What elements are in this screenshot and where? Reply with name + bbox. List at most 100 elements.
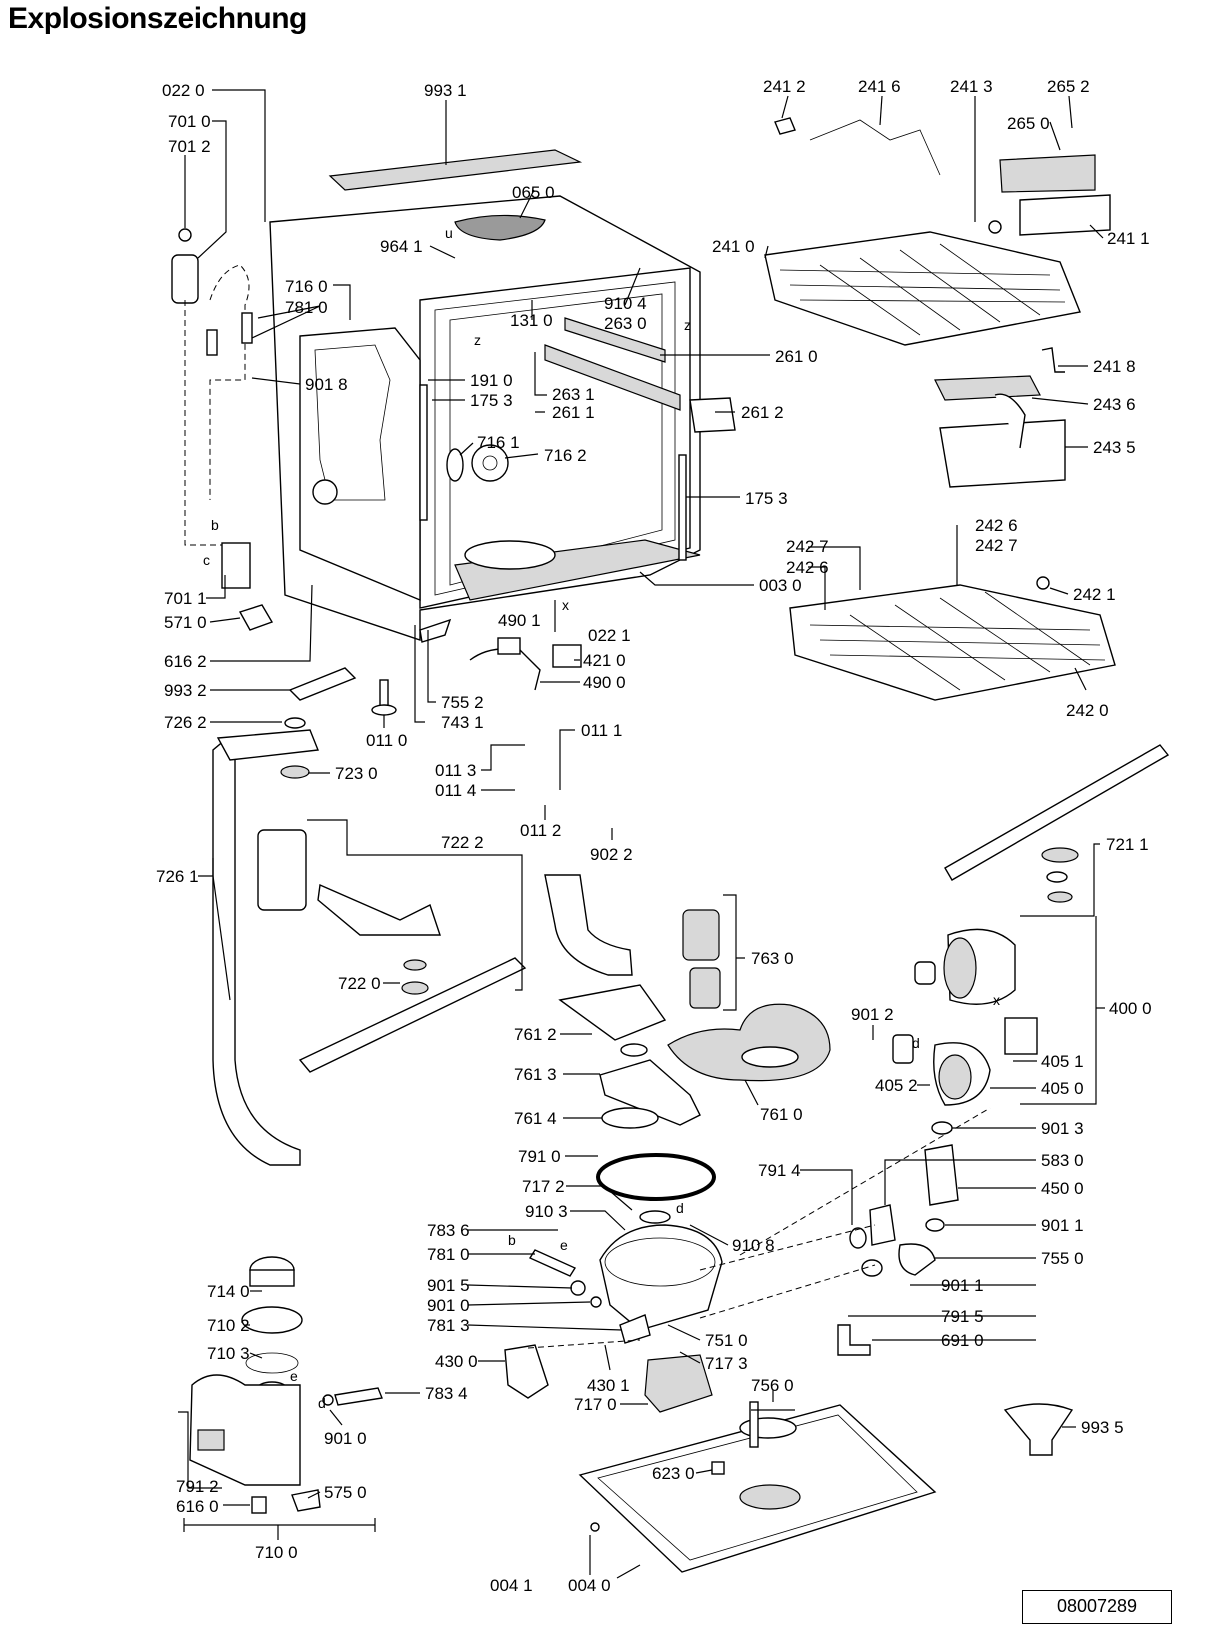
label-714-0: 714 0 [207, 1282, 250, 1301]
label-261-0: 261 0 [775, 347, 818, 366]
letter-z-1: z [474, 332, 481, 348]
label-781-0-bot: 781 0 [427, 1245, 470, 1264]
letter-d-2: d [676, 1200, 684, 1216]
label-065-0: 065 0 [512, 183, 555, 202]
label-241-3: 241 3 [950, 77, 993, 96]
label-263-0: 263 0 [604, 314, 647, 333]
label-004-1: 004 1 [490, 1576, 533, 1595]
tub-assembly-drawing [171, 149, 736, 716]
leader-lines [178, 89, 1105, 1579]
label-761-0: 761 0 [760, 1105, 803, 1124]
label-723-0: 723 0 [335, 764, 378, 783]
label-011-1: 011 1 [581, 721, 622, 740]
page-title: Explosionszeichnung [8, 2, 307, 35]
label-430-1: 430 1 [587, 1376, 630, 1395]
label-717-2: 717 2 [522, 1177, 565, 1196]
drawing-number-box: 08007289 [1022, 1590, 1172, 1624]
label-405-2: 405 2 [875, 1076, 918, 1095]
label-763-0: 763 0 [751, 949, 794, 968]
label-901-8: 901 8 [305, 375, 348, 394]
sump-filter-drawing [504, 874, 831, 1413]
label-755-0: 755 0 [1041, 1249, 1084, 1268]
label-131-0: 131 0 [510, 311, 553, 330]
label-242-6-a: 242 6 [975, 516, 1018, 535]
label-717-3: 717 3 [705, 1354, 748, 1373]
pump-motor-drawing [837, 928, 1038, 1356]
label-710-3: 710 3 [207, 1344, 250, 1363]
label-791-2: 791 2 [176, 1477, 219, 1496]
label-721-1: 721 1 [1106, 835, 1149, 854]
label-701-1: 701 1 [164, 589, 207, 608]
label-241-1: 241 1 [1107, 229, 1150, 248]
label-710-0: 710 0 [255, 1543, 298, 1562]
label-265-2: 265 2 [1047, 77, 1090, 96]
label-242-7-a: 242 7 [786, 537, 829, 556]
letter-u: u [445, 225, 453, 241]
label-430-0: 430 0 [435, 1352, 478, 1371]
upper-basket-drawing [764, 117, 1111, 488]
label-791-4: 791 4 [758, 1161, 801, 1180]
label-901-1-a: 901 1 [1041, 1216, 1084, 1235]
label-993-2: 993 2 [164, 681, 207, 700]
label-716-0: 716 0 [285, 277, 328, 296]
label-616-2: 616 2 [164, 652, 207, 671]
label-701-2: 701 2 [168, 137, 211, 156]
label-901-2: 901 2 [851, 1005, 894, 1024]
label-405-0: 405 0 [1041, 1079, 1084, 1098]
label-241-6: 241 6 [858, 77, 901, 96]
label-004-0: 004 0 [568, 1576, 611, 1595]
letter-d-1: d [912, 1035, 920, 1051]
label-901-5: 901 5 [427, 1276, 470, 1295]
label-783-4: 783 4 [425, 1384, 468, 1403]
label-243-6: 243 6 [1093, 395, 1136, 414]
label-243-5: 243 5 [1093, 438, 1136, 457]
label-242-6-b: 242 6 [786, 558, 829, 577]
label-910-8: 910 8 [732, 1236, 775, 1255]
label-791-0: 791 0 [518, 1147, 561, 1166]
label-261-1: 261 1 [552, 403, 595, 422]
lower-basket-drawing [789, 576, 1116, 701]
label-993-5: 993 5 [1081, 1418, 1124, 1437]
label-781-3: 781 3 [427, 1316, 470, 1335]
letter-e-1: e [560, 1237, 568, 1253]
label-901-3: 901 3 [1041, 1119, 1084, 1138]
label-003-0: 003 0 [759, 576, 802, 595]
label-261-2: 261 2 [741, 403, 784, 422]
label-751-0: 751 0 [705, 1331, 748, 1350]
letter-b-1: b [211, 517, 219, 533]
label-761-2: 761 2 [514, 1025, 557, 1044]
label-490-1: 490 1 [498, 611, 541, 630]
letter-x-2: x [993, 992, 1000, 1008]
label-011-2: 011 2 [520, 821, 561, 840]
label-993-1: 993 1 [424, 81, 467, 100]
label-263-1: 263 1 [552, 385, 595, 404]
label-400-0: 400 0 [1109, 999, 1152, 1018]
label-901-0-a: 901 0 [427, 1296, 470, 1315]
label-011-0: 011 0 [366, 731, 407, 750]
label-265-0: 265 0 [1007, 114, 1050, 133]
label-755-2: 755 2 [441, 693, 484, 712]
label-756-0: 756 0 [751, 1376, 794, 1395]
label-241-0: 241 0 [712, 237, 755, 256]
label-241-2: 241 2 [763, 77, 806, 96]
label-781-0-top: 781 0 [285, 298, 328, 317]
label-175-3-a: 175 3 [470, 391, 513, 410]
label-964-1: 964 1 [380, 237, 423, 256]
label-726-2: 726 2 [164, 713, 207, 732]
part-number-labels: 022 0 701 0 701 2 993 1 065 0 964 1 716 … [156, 77, 1152, 1595]
label-241-8: 241 8 [1093, 357, 1136, 376]
label-022-0: 022 0 [162, 81, 205, 100]
label-722-2: 722 2 [441, 833, 484, 852]
label-910-3: 910 3 [525, 1202, 568, 1221]
label-722-0: 722 0 [338, 974, 381, 993]
label-717-0: 717 0 [574, 1395, 617, 1414]
label-716-2: 716 2 [544, 446, 587, 465]
letter-c-1: c [203, 552, 210, 568]
label-450-0: 450 0 [1041, 1179, 1084, 1198]
label-575-0: 575 0 [324, 1483, 367, 1502]
label-743-1: 743 1 [441, 713, 484, 732]
label-716-1: 716 1 [477, 433, 520, 452]
label-701-0: 701 0 [168, 112, 211, 131]
label-571-0: 571 0 [164, 613, 207, 632]
